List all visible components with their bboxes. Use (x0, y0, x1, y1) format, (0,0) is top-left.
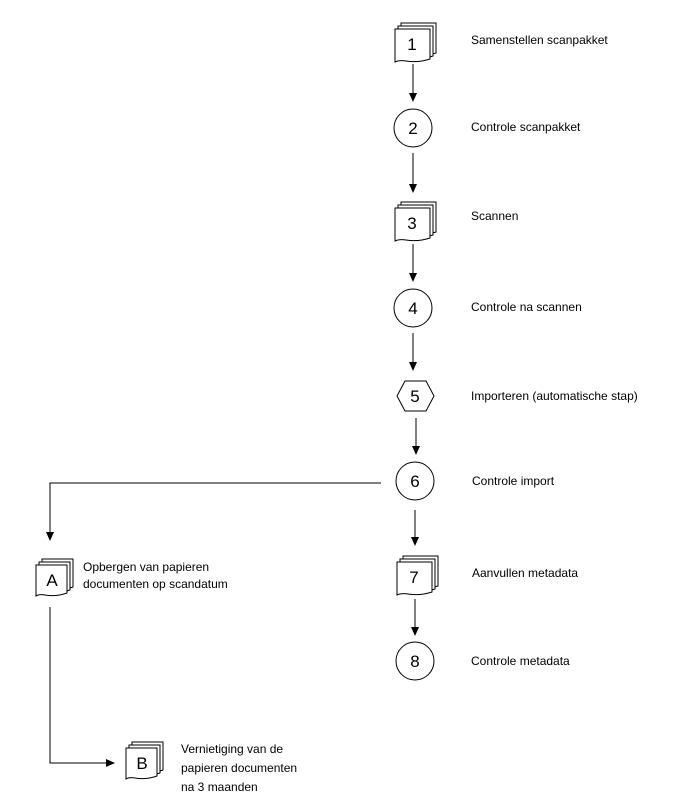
step-7-number: 7 (409, 568, 418, 587)
step-6-number: 6 (410, 472, 419, 491)
step-3-label: Scannen (471, 209, 518, 223)
document-stack-icon (125, 741, 164, 780)
step-4-number: 4 (408, 299, 417, 318)
step-B-label: Vernietiging van de papieren documenten … (181, 742, 300, 794)
step-8-number: 8 (410, 652, 419, 671)
step-8-circle (395, 641, 435, 681)
step-7-node: 7 (396, 555, 439, 596)
step-1-node: 1 (394, 22, 437, 63)
arrow-3-4 (409, 244, 417, 282)
step-1-label: Samenstellen scanpakket (471, 33, 608, 47)
step-2-label: Controle scanpakket (471, 120, 581, 134)
step-A-letter: A (46, 571, 58, 590)
step-3-number: 3 (407, 214, 416, 233)
step-5-label: Importeren (automatische stap) (471, 389, 638, 403)
step-5-node: 5 (396, 380, 435, 412)
step-2-circle (393, 108, 433, 148)
document-stack-icon (396, 555, 439, 596)
arrow-A-B (49, 607, 115, 767)
step-A-label: Opbergen van papieren documenten op scan… (83, 560, 228, 591)
step-3-node: 3 (394, 201, 437, 242)
step-5-hexagon (396, 380, 435, 412)
step-B-letter: B (136, 754, 147, 773)
step-A-node: A (35, 558, 74, 597)
step-B-node: B (125, 741, 164, 780)
step-4-node: 4 (393, 288, 433, 328)
step-7-label: Aanvullen metadata (472, 566, 578, 580)
document-stack-icon (394, 201, 437, 242)
step-2-number: 2 (408, 119, 417, 138)
step-6-node: 6 (395, 461, 435, 501)
arrow-1-2 (409, 64, 417, 102)
step-2-node: 2 (393, 108, 433, 148)
document-stack-icon (394, 22, 437, 63)
step-1-number: 1 (407, 35, 416, 54)
step-4-circle (393, 288, 433, 328)
arrow-7-8 (411, 599, 419, 636)
step-6-label: Controle import (472, 474, 555, 488)
step-4-label: Controle na scannen (471, 300, 582, 314)
step-6-circle (395, 461, 435, 501)
arrow-6-A (46, 482, 381, 541)
document-stack-icon (35, 558, 74, 597)
arrow-6-7 (411, 510, 419, 546)
step-8-node: 8 (395, 641, 435, 681)
step-8-label: Controle metadata (471, 654, 570, 668)
arrow-4-5 (409, 333, 417, 371)
arrow-5-6 (412, 418, 420, 455)
step-5-number: 5 (410, 387, 419, 406)
arrow-2-3 (409, 153, 417, 193)
